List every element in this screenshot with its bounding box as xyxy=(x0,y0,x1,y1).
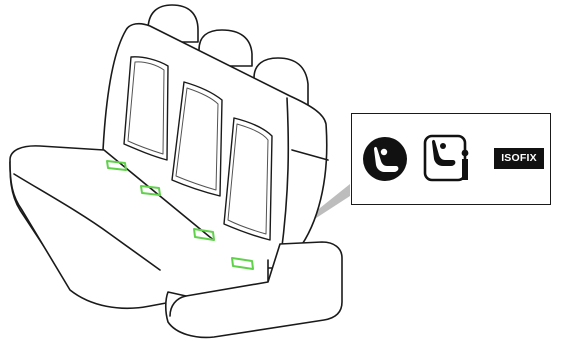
child-seat-info-icon xyxy=(422,133,478,185)
isofix-callout-box: ISOFIX xyxy=(351,113,551,205)
child-seat-circle-icon xyxy=(362,136,408,182)
isofix-badge: ISOFIX xyxy=(494,148,544,169)
